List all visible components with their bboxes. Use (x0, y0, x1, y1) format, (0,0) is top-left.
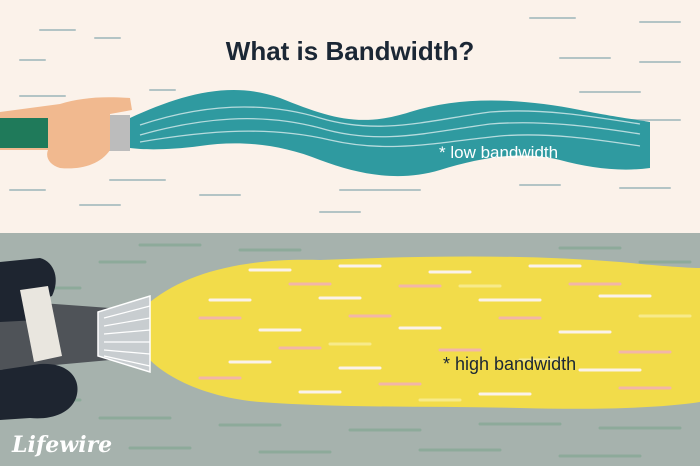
nozzle-hand-bottom (0, 258, 151, 420)
high-bandwidth-label: * high bandwidth (443, 354, 577, 374)
glove-bottom (0, 363, 78, 420)
low-bandwidth-label: * low bandwidth (439, 143, 559, 162)
low-stream-lines (139, 106, 641, 148)
lifewire-logo: Lifewire (12, 432, 113, 458)
hand-top (0, 97, 132, 169)
white-cuff (20, 286, 62, 362)
high-stream-dashes (198, 264, 692, 402)
page-title: What is Bandwidth? (225, 36, 475, 66)
top-texture (9, 17, 681, 213)
hose-hand-top (0, 97, 132, 169)
high-bandwidth-stream (150, 256, 700, 409)
